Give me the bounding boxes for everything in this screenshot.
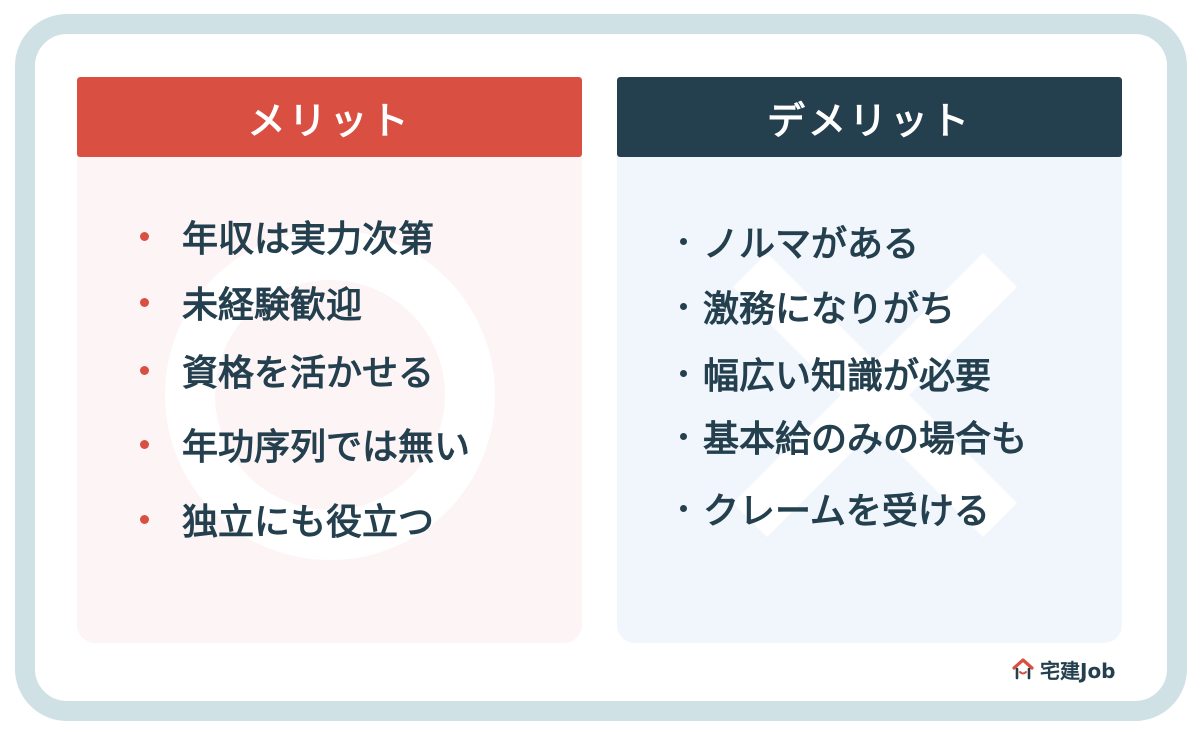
demerit-list-item: 基本給のみの場合も (617, 410, 1027, 462)
merit-item-text: 年収は実力次第 (182, 219, 435, 260)
bullet-dot-icon (680, 237, 687, 245)
bullet-dot-icon (140, 439, 149, 449)
bullet-dot-icon (680, 432, 687, 440)
demerit-list-item: クレームを受ける (617, 482, 990, 534)
bullet-dot-icon (680, 302, 687, 310)
demerit-list-item: 幅広い知識が必要 (617, 347, 991, 399)
demerit-list-item: ノルマがある (617, 215, 919, 267)
merit-list-item: 年功序列では無い (77, 418, 470, 470)
merit-header: メリット (77, 77, 582, 157)
house-logo-icon (1012, 658, 1034, 680)
demerit-list-item: 激務になりがち (617, 280, 955, 332)
merit-card: メリット 年収は実力次第 未経験歓迎 資格を活かせる 年功序列では無い 独立にも… (77, 77, 582, 643)
bullet-dot-icon (140, 514, 149, 524)
demerit-card: デメリット ノルマがある 激務になりがち 幅広い知識が必要 基本給のみの場合も … (617, 77, 1122, 643)
merit-item-text: 年功序列では無い (182, 427, 471, 468)
merit-list-item: 未経験歓迎 (77, 276, 362, 328)
bullet-dot-icon (680, 504, 687, 512)
demerit-item-text: 幅広い知識が必要 (703, 356, 992, 397)
merit-item-text: 独立にも役立つ (182, 502, 435, 543)
merit-list-item: 資格を活かせる (77, 344, 434, 396)
demerit-list: ノルマがある 激務になりがち 幅広い知識が必要 基本給のみの場合も クレームを受… (617, 77, 1122, 643)
demerit-item-text: 基本給のみの場合も (703, 419, 1028, 460)
merit-list-item: 年収は実力次第 (77, 210, 434, 262)
merit-list-item: 独立にも役立つ (77, 493, 434, 545)
bullet-dot-icon (140, 231, 149, 241)
merit-list: 年収は実力次第 未経験歓迎 資格を活かせる 年功序列では無い 独立にも役立つ (77, 77, 582, 643)
circle-mark-icon (165, 230, 495, 560)
demerit-header: デメリット (617, 77, 1122, 157)
bullet-dot-icon (140, 297, 149, 307)
merit-item-text: 資格を活かせる (182, 353, 435, 394)
merit-item-text: 未経験歓迎 (182, 285, 363, 326)
brand-name: 宅建Job (1040, 658, 1116, 683)
bullet-dot-icon (680, 369, 687, 377)
demerit-item-text: ノルマがある (703, 224, 920, 265)
bullet-dot-icon (140, 365, 149, 375)
cross-mark-icon (733, 253, 1017, 537)
brand-logo: 宅建Job (1012, 655, 1116, 683)
demerit-item-text: クレームを受ける (703, 491, 990, 532)
demerit-item-text: 激務になりがち (703, 289, 956, 330)
